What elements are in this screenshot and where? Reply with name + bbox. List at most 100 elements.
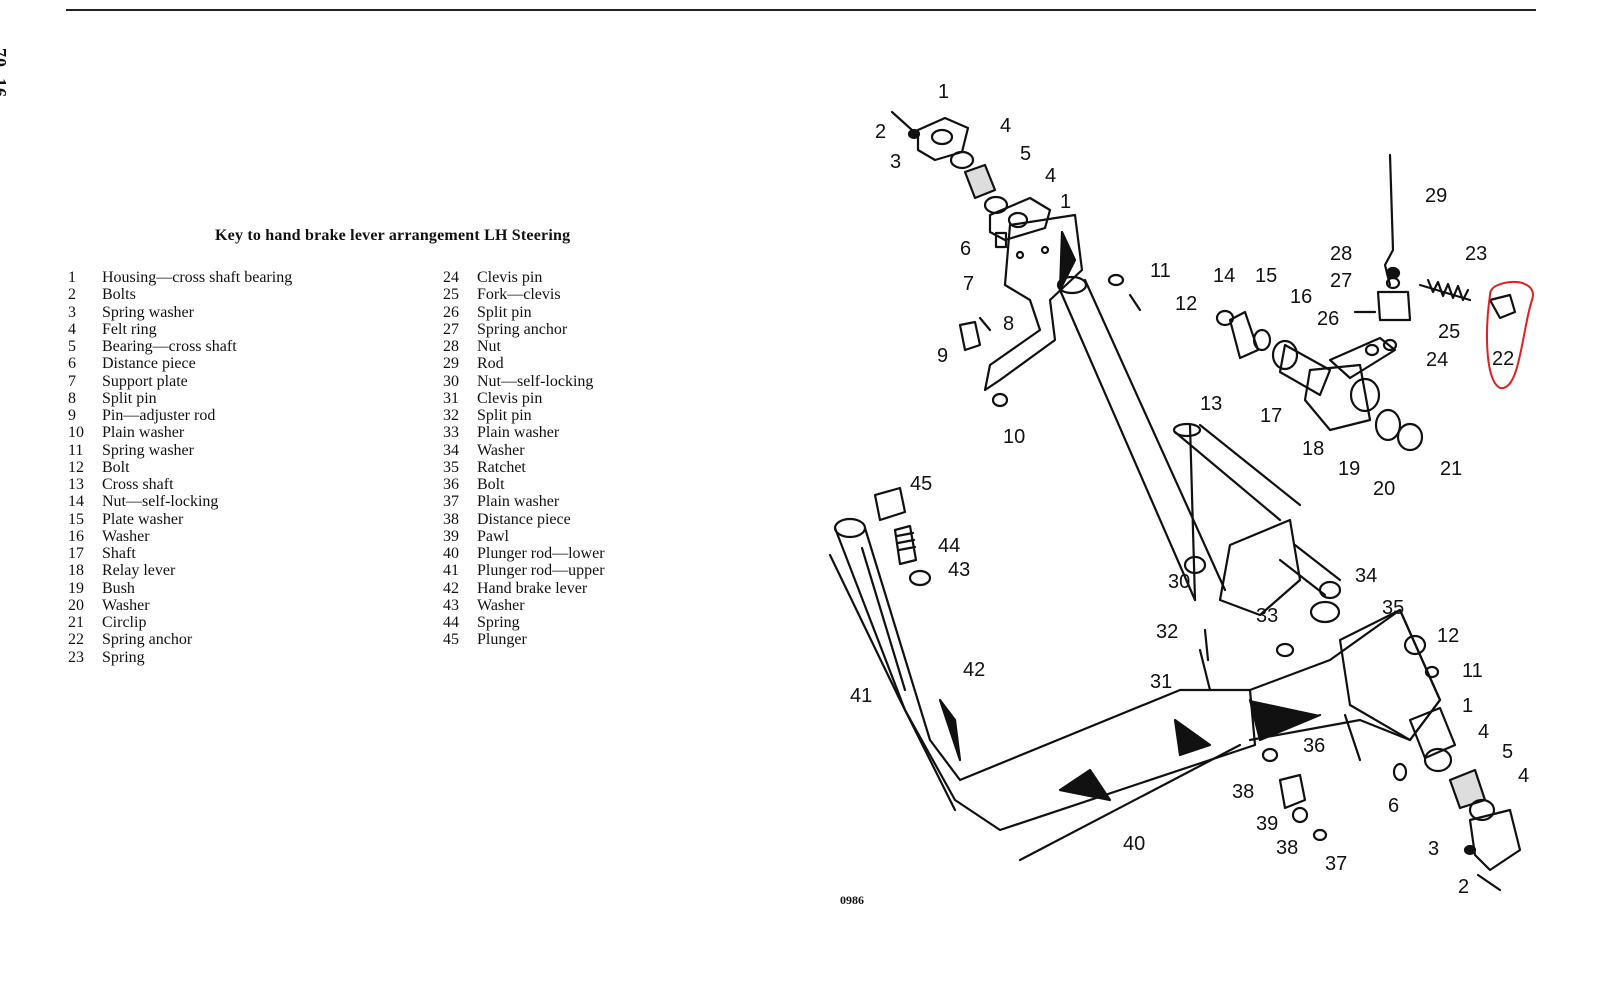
callout-label: 10	[1003, 426, 1025, 448]
callout-label: 2	[1458, 876, 1469, 898]
part-name: Plate washer	[102, 510, 184, 528]
callout-label: 6	[960, 238, 971, 260]
callout-label: 15	[1255, 265, 1277, 287]
part-number: 28	[443, 338, 459, 355]
part-name: Spring	[477, 614, 520, 631]
part-number: 34	[443, 441, 459, 459]
part-number: 22	[68, 631, 84, 649]
part-entry: 28 Nut	[443, 338, 605, 355]
part-entry: 17 Shaft	[68, 545, 292, 562]
part-number: 15	[68, 510, 84, 528]
top-rule	[66, 9, 1536, 11]
part-number: 9	[68, 407, 76, 424]
callout-label: 16	[1290, 286, 1312, 308]
part-name: Spring washer	[102, 303, 194, 321]
part-number: 27	[443, 320, 459, 338]
callout-label: 1	[1060, 191, 1071, 213]
callout-label: 31	[1150, 671, 1172, 693]
callout-label: 3	[890, 151, 901, 173]
part-number: 43	[443, 596, 459, 614]
callout-label: 9	[937, 345, 948, 367]
part-number: 16	[68, 527, 84, 545]
part-entry: 5 Bearing—cross shaft	[68, 338, 292, 355]
part-name: Felt ring	[102, 320, 157, 338]
part-number: 42	[443, 579, 459, 597]
part-number: 24	[443, 269, 459, 286]
cross-shaft	[1172, 422, 1342, 617]
part-number: 5	[68, 338, 76, 355]
part-name: Plain washer	[477, 424, 560, 442]
highlight-circle	[1486, 281, 1534, 390]
callout-label: 39	[1256, 813, 1278, 835]
part-number: 7	[68, 372, 76, 390]
part-name: Ratchet	[477, 458, 526, 476]
top-housing-assembly	[890, 110, 1052, 249]
part-entry: 9 Pin—adjuster rod	[68, 407, 292, 424]
part-number: 2	[68, 286, 76, 304]
callout-label: 2	[875, 121, 886, 143]
callout-label: 38	[1232, 781, 1254, 803]
part-name: Spring anchor	[477, 320, 568, 338]
part-name: Plunger rod—lower	[477, 545, 605, 562]
part-number: 4	[68, 320, 76, 338]
part-number: 31	[443, 389, 459, 407]
part-number: 3	[68, 303, 76, 321]
callout-label: 13	[1200, 393, 1222, 415]
part-name: Washer	[477, 596, 525, 614]
part-name: Circlip	[102, 614, 147, 631]
part-number: 41	[443, 562, 459, 580]
callout-label: 36	[1303, 735, 1325, 757]
part-name: Bearing—cross shaft	[102, 338, 237, 355]
part-name: Nut—self-locking	[477, 372, 594, 390]
part-name: Plain washer	[477, 493, 560, 511]
relay-lever-assembly	[1228, 310, 1424, 452]
callout-label: 12	[1437, 625, 1459, 647]
part-name: Washer	[477, 441, 525, 459]
part-name: Clevis pin	[477, 269, 543, 286]
part-name: Pawl	[477, 527, 509, 545]
part-number: 20	[68, 596, 84, 614]
part-name: Split pin	[102, 389, 157, 407]
part-number: 33	[443, 424, 459, 442]
callout-label: 35	[1382, 597, 1404, 619]
callout-label: 19	[1338, 458, 1360, 480]
part-number: 6	[68, 355, 76, 373]
callout-label: 29	[1425, 185, 1447, 207]
plunger-parts	[873, 486, 932, 587]
part-name: Bolt	[102, 458, 130, 476]
part-number: 17	[68, 545, 84, 562]
callout-label: 5	[1502, 741, 1513, 763]
part-entry: 4 Felt ring	[68, 321, 292, 338]
part-name: Clevis pin	[477, 389, 543, 407]
callout-label: 7	[963, 273, 974, 295]
part-entry: 27 Spring anchor	[443, 321, 605, 338]
callout-label: 4	[1000, 115, 1011, 137]
part-number: 18	[68, 562, 84, 580]
part-entry: 43 Washer	[443, 597, 605, 614]
part-number: 13	[68, 476, 84, 493]
part-name: Nut	[477, 338, 501, 355]
part-number: 25	[443, 286, 459, 304]
callout-label: 42	[963, 659, 985, 681]
part-number: 45	[443, 631, 459, 649]
part-name: Housing—cross shaft bearing	[102, 269, 293, 286]
callout-label: 6	[1388, 795, 1399, 817]
part-name: Pin—adjuster rod	[102, 407, 216, 424]
part-name: Shaft	[102, 545, 136, 562]
callout-label: 27	[1330, 270, 1352, 292]
part-name: Relay lever	[102, 562, 176, 580]
